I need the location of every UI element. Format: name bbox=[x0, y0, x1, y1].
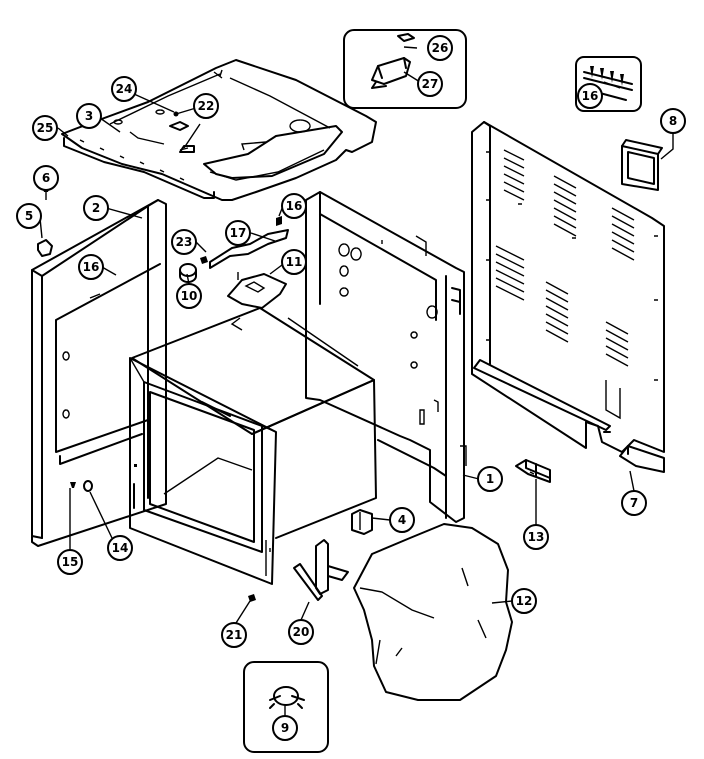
callout-4: 4 bbox=[389, 507, 415, 533]
inset-box-thermostat bbox=[243, 661, 329, 753]
inset-box-terminal-block bbox=[575, 56, 642, 112]
callout-6: 6 bbox=[33, 165, 59, 191]
callout-21: 21 bbox=[221, 622, 247, 648]
svg-text:16: 16 bbox=[286, 199, 303, 213]
svg-text:6: 6 bbox=[42, 171, 50, 185]
callout-20: 20 bbox=[288, 619, 314, 645]
svg-text:5: 5 bbox=[25, 209, 33, 223]
callout-27: 27 bbox=[417, 71, 443, 97]
svg-text:11: 11 bbox=[286, 255, 303, 269]
callout-11: 11 bbox=[281, 249, 307, 275]
callout-2: 2 bbox=[83, 195, 109, 221]
callout-3: 3 bbox=[76, 103, 102, 129]
fasteners bbox=[70, 480, 256, 602]
callout-13: 13 bbox=[523, 524, 549, 550]
svg-text:24: 24 bbox=[116, 82, 133, 96]
callout-23: 23 bbox=[171, 229, 197, 255]
callout-10: 10 bbox=[176, 283, 202, 309]
svg-text:17: 17 bbox=[230, 226, 247, 240]
svg-text:15: 15 bbox=[62, 555, 79, 569]
door-hinge bbox=[293, 539, 349, 601]
svg-text:25: 25 bbox=[37, 121, 54, 135]
front-frame bbox=[31, 199, 167, 547]
callout-15: 15 bbox=[57, 549, 83, 575]
callout-17: 17 bbox=[225, 220, 251, 246]
top-panel bbox=[61, 59, 377, 201]
rear-panel bbox=[471, 121, 665, 453]
svg-text:22: 22 bbox=[198, 99, 215, 113]
svg-text:16: 16 bbox=[582, 89, 599, 103]
callout-16-top: 16 bbox=[281, 193, 307, 219]
vent-bracket bbox=[621, 139, 663, 191]
svg-text:26: 26 bbox=[432, 41, 449, 55]
hinge-plate bbox=[351, 509, 373, 535]
svg-text:21: 21 bbox=[226, 628, 243, 642]
svg-text:7: 7 bbox=[630, 496, 638, 510]
svg-text:3: 3 bbox=[85, 109, 93, 123]
rear-panel-vents bbox=[495, 149, 635, 367]
callout-16-inset: 16 bbox=[577, 83, 603, 109]
svg-text:1: 1 bbox=[486, 472, 494, 486]
callout-22: 22 bbox=[193, 93, 219, 119]
svg-text:2: 2 bbox=[92, 201, 100, 215]
leader-lines bbox=[39, 46, 674, 716]
svg-text:4: 4 bbox=[398, 513, 406, 527]
callout-8: 8 bbox=[660, 108, 686, 134]
callout-1: 1 bbox=[477, 466, 503, 492]
callout-5: 5 bbox=[16, 203, 42, 229]
svg-text:12: 12 bbox=[516, 594, 533, 608]
svg-text:8: 8 bbox=[669, 114, 677, 128]
svg-text:20: 20 bbox=[293, 625, 310, 639]
svg-text:10: 10 bbox=[181, 289, 198, 303]
oven-cavity bbox=[129, 307, 377, 585]
svg-text:14: 14 bbox=[112, 541, 129, 555]
svg-text:23: 23 bbox=[176, 235, 193, 249]
callout-12: 12 bbox=[511, 588, 537, 614]
callout-16-frame: 16 bbox=[78, 254, 104, 280]
latch-parts bbox=[179, 216, 289, 309]
callout-24: 24 bbox=[111, 76, 137, 102]
inset-box-clip-bracket bbox=[343, 29, 467, 109]
rear-clip bbox=[619, 445, 665, 473]
svg-text:16: 16 bbox=[83, 260, 100, 274]
svg-text:13: 13 bbox=[528, 530, 545, 544]
callout-7: 7 bbox=[621, 490, 647, 516]
insulation-blanket bbox=[353, 523, 513, 701]
callout-26: 26 bbox=[427, 35, 453, 61]
svg-text:27: 27 bbox=[422, 77, 439, 91]
callout-9: 9 bbox=[272, 715, 298, 741]
svg-text:9: 9 bbox=[281, 721, 289, 735]
hinge-receiver bbox=[515, 459, 551, 483]
callout-14: 14 bbox=[107, 535, 133, 561]
side-panel bbox=[305, 191, 467, 523]
callout-25: 25 bbox=[32, 115, 58, 141]
